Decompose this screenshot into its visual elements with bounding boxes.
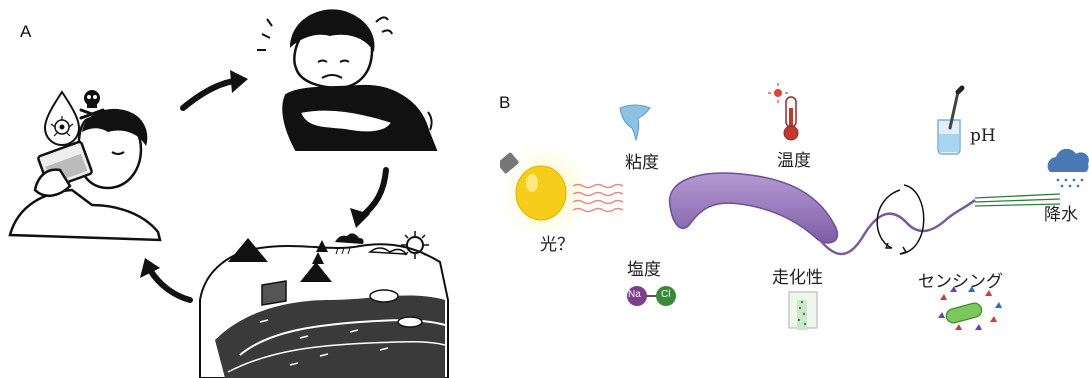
panel-b-diagram <box>500 0 1089 378</box>
polluted-river-landscape <box>200 231 448 378</box>
label-chloride: Cl <box>661 289 670 300</box>
label-light: 光？ <box>540 230 574 255</box>
cycle-arrow-1 <box>183 70 248 108</box>
rain-cloud-icon <box>1048 149 1089 188</box>
rotation-arrows <box>877 185 924 254</box>
viscosity-icon <box>620 105 650 140</box>
chemotaxis-tube-icon <box>789 292 817 330</box>
label-precipitation: 降水 <box>1044 200 1078 225</box>
bacterium-icon <box>670 173 838 243</box>
cycle-arrow-3 <box>140 258 190 300</box>
thermometer-icon <box>768 83 798 140</box>
cycle-arrow-2 <box>350 170 386 228</box>
drinking-boy-figure <box>10 109 160 240</box>
label-chemotaxis: 走化性 <box>772 263 823 288</box>
sick-boy-figure <box>250 2 450 152</box>
label-temperature: 温度 <box>777 146 811 171</box>
label-salinity: 塩度 <box>627 255 661 280</box>
sensing-icon <box>938 286 1002 330</box>
label-ph: pH <box>970 126 996 146</box>
label-sensing: センシング <box>918 267 1003 292</box>
panel-a-illustration <box>0 0 500 378</box>
flagellum <box>820 200 975 254</box>
ph-beaker-icon <box>938 88 962 154</box>
contaminated-water-drop-icon <box>45 92 79 145</box>
label-sodium: Na <box>628 289 641 300</box>
label-viscosity: 粘度 <box>625 148 659 173</box>
